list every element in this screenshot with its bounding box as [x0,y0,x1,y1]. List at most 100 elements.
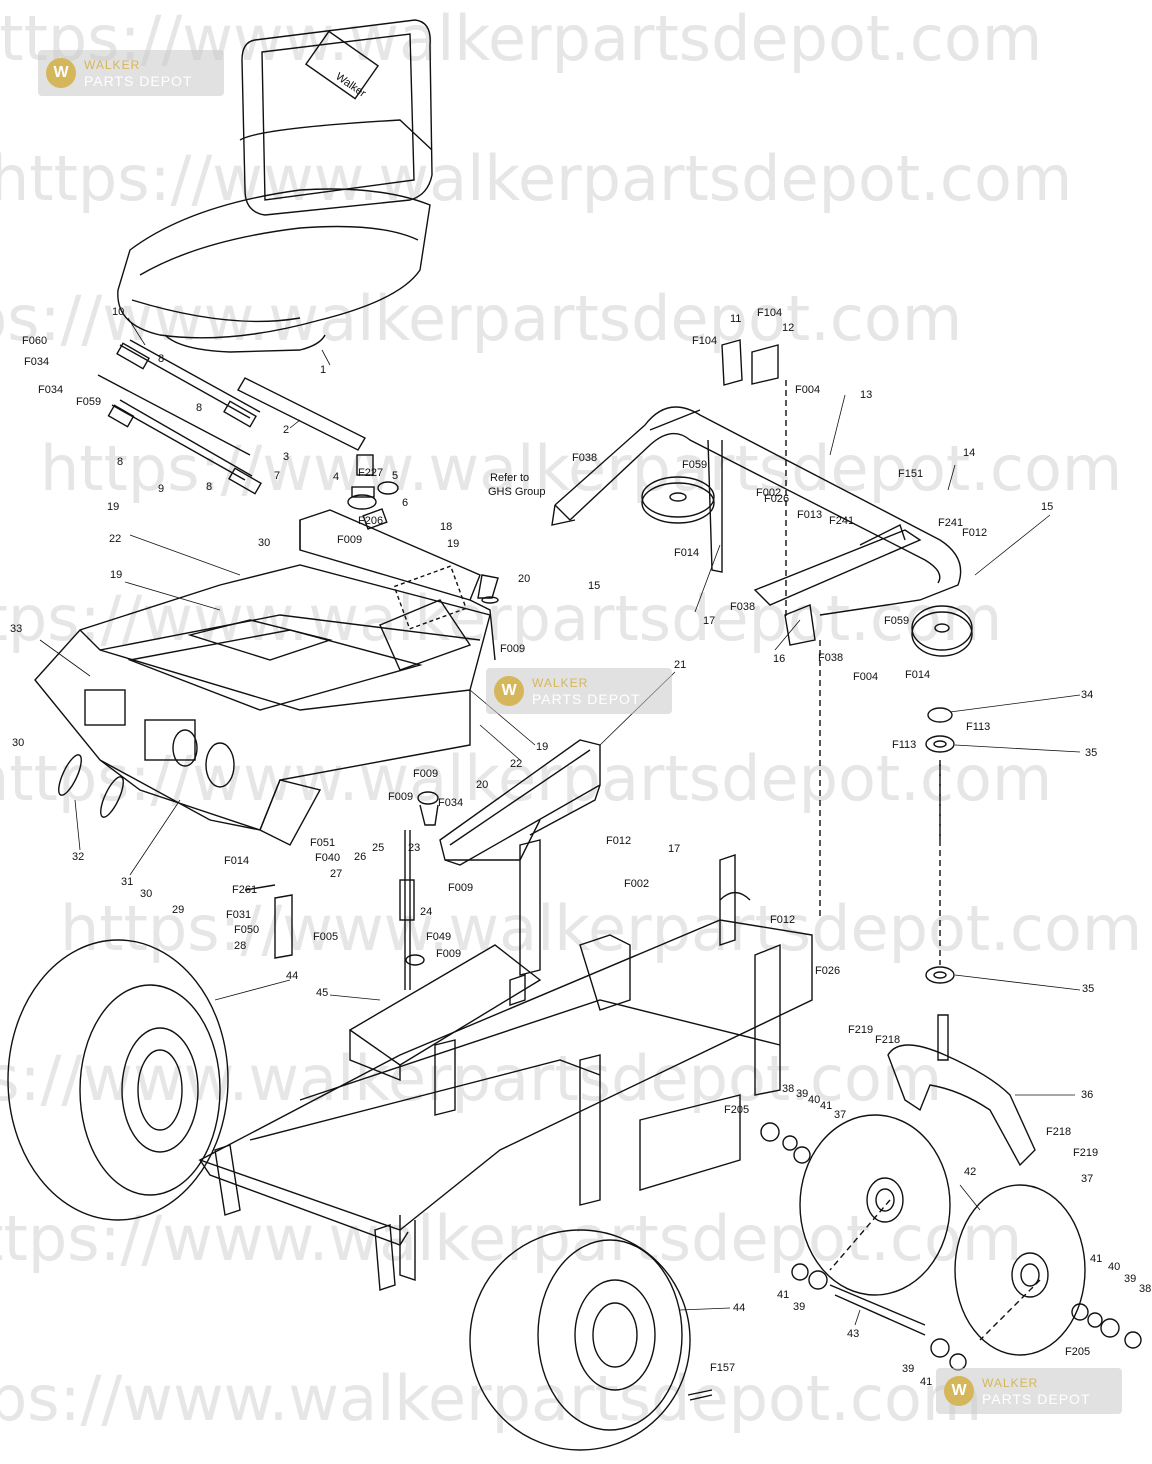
badge-line1: WALKER [84,58,141,72]
part-callout: F206 [358,515,383,527]
part-callout: 38 [782,1083,794,1095]
part-callout: F227 [358,467,383,479]
rear-wheel-right [469,1229,691,1451]
caster-wheel-1 [799,1114,951,1296]
part-callout: F060 [22,335,47,347]
badge-line2: PARTS DEPOT [532,691,641,707]
part-callout: F241 [829,515,854,527]
part-callout: 13 [860,389,872,401]
refer-note-line2: GHS Group [488,486,545,498]
seat-hardware [97,339,399,530]
part-callout: 22 [109,533,121,545]
part-callout: F059 [884,615,909,627]
part-callout: F013 [797,509,822,521]
part-callout: 20 [518,573,530,585]
rear-wheel-left [7,939,229,1221]
part-callout: 42 [964,1166,976,1178]
bearings [925,707,955,984]
part-callout: 44 [733,1302,745,1314]
badge-line1: WALKER [982,1376,1039,1390]
part-callout: F005 [313,931,338,943]
part-callout: 37 [834,1109,846,1121]
part-callout: F012 [770,914,795,926]
part-callout: 12 [782,322,794,334]
part-callout: 2 [283,424,289,436]
part-callout: 29 [172,904,184,916]
part-callout: 26 [354,851,366,863]
part-callout: 21 [674,659,686,671]
part-callout: 8 [196,402,202,414]
part-callout: 7 [274,470,280,482]
part-callout: 36 [1081,1089,1093,1101]
part-callout: 38 [1139,1283,1151,1295]
watermark-text: https://www.walkerpartsdepot.com [0,282,962,355]
part-callout: F009 [388,791,413,803]
part-callout: 37 [1081,1173,1093,1185]
part-callout: 33 [10,623,22,635]
part-callout: F034 [38,384,63,396]
line-art [7,19,1142,1451]
part-callout: 4 [333,471,339,483]
part-callout: 19 [107,501,119,513]
part-callout: 25 [372,842,384,854]
part-callout: 31 [121,876,133,888]
part-callout: 19 [110,569,122,581]
part-callout: F014 [674,547,699,559]
body-pan [34,509,499,846]
part-callout: F059 [76,396,101,408]
part-callout: F009 [448,882,473,894]
part-callout: F219 [848,1024,873,1036]
part-callout: 23 [408,842,420,854]
part-callout: 34 [1081,689,1093,701]
part-callout: F009 [413,768,438,780]
seat [117,19,433,353]
leader-lines [39,317,1081,1326]
front-frame-13 [551,406,962,646]
part-callout: F004 [853,671,878,683]
part-callout: F261 [232,884,257,896]
part-callout: 39 [902,1363,914,1375]
bracket [274,894,293,959]
part-callout: F051 [310,837,335,849]
part-callout: 39 [1124,1273,1136,1285]
walker-logo-icon: W [944,1376,974,1406]
part-callout: F002 [756,487,781,499]
ring [58,754,82,796]
part-callout: F038 [572,452,597,464]
part-callout: 5 [392,470,398,482]
part-callout: F157 [710,1362,735,1374]
part-callout: F026 [815,965,840,977]
part-callout: F205 [1065,1346,1090,1358]
small-parts [687,1122,1142,1401]
watermark-layer: https://www.walkerpartsdepot.com https:/… [0,2,1142,1435]
part-callout: 10 [112,306,124,318]
axle-43 [829,1284,926,1336]
part-callout: 30 [258,537,270,549]
part-callout: 41 [1090,1253,1102,1265]
part-callout: 40 [1108,1261,1120,1273]
watermark-text: https://www.walkerpartsdepot.com [40,432,1122,505]
part-callout: F038 [730,601,755,613]
part-callout: 15 [588,580,600,592]
part-callout: 9 [158,483,164,495]
watermark-text: https://www.walkerpartsdepot.com [0,1362,982,1435]
part-callout: 17 [703,615,715,627]
part-callout: 1 [320,364,326,376]
part-callout: 30 [140,888,152,900]
part-callout: F038 [818,652,843,664]
caster-fork-36 [887,1014,1036,1167]
part-callout: F059 [682,459,707,471]
part-callout: F026 [764,493,789,505]
part-callout: 8 [206,481,212,493]
part-callout: 6 [402,497,408,509]
part-callout: F009 [436,948,461,960]
part-callout: F050 [234,924,259,936]
watermark-text: https://www.walkerpartsdepot.com [0,1202,1022,1275]
plate-12 [751,344,779,385]
part-callout: F049 [426,931,451,943]
part-callout: 19 [447,538,459,550]
part-callout: F012 [962,527,987,539]
